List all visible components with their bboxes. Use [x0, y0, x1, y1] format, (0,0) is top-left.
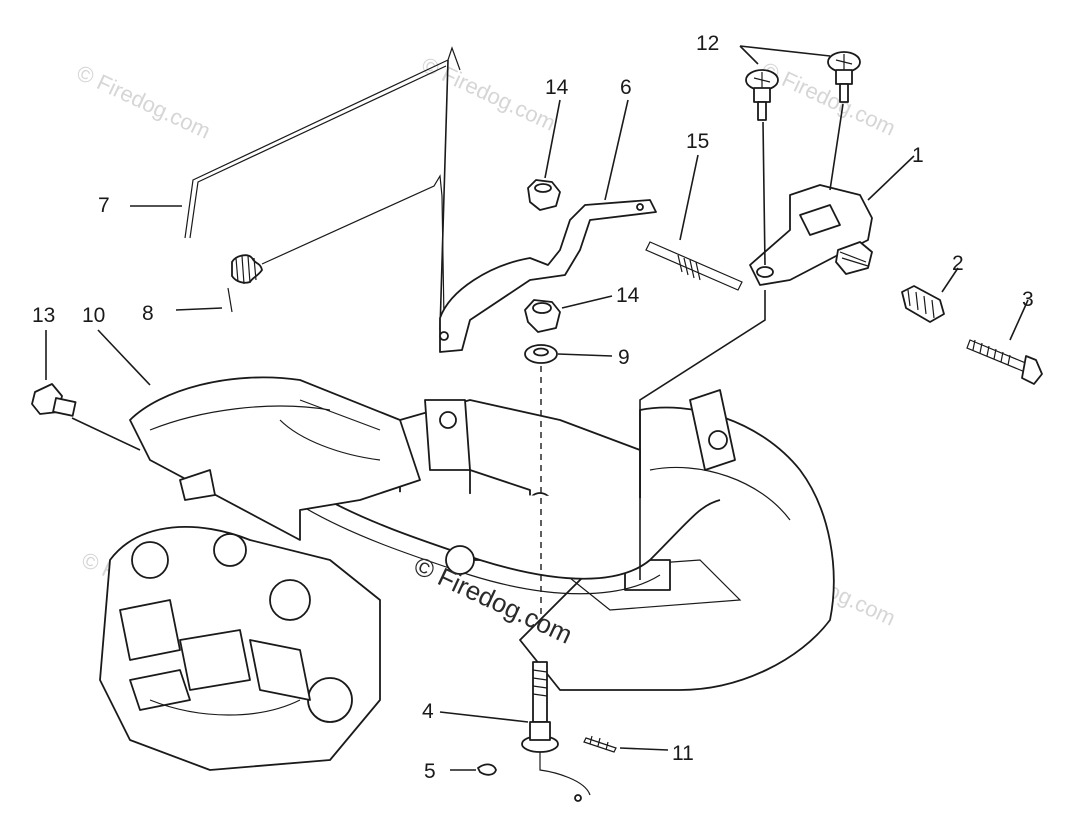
part-12-screws	[745, 51, 861, 266]
part-14-nut-upper	[527, 179, 561, 211]
callout-1: 1	[912, 144, 924, 167]
part-1-bracket	[639, 184, 873, 580]
part-7-rod	[184, 46, 461, 331]
callout-6: 6	[620, 76, 632, 99]
part-9-washer	[524, 344, 558, 364]
part-15-spring	[645, 241, 743, 291]
callout-11: 11	[672, 742, 694, 765]
part-14-nut-lower	[524, 299, 561, 333]
part-3-bolt	[966, 339, 1043, 385]
part-5-clip	[477, 763, 497, 776]
callout-9: 9	[618, 346, 630, 369]
watermark-1: © Firedog.com	[73, 60, 215, 144]
part-6-lever	[439, 199, 657, 353]
watermark-3: © Firedog.com	[758, 57, 900, 141]
callout-7: 7	[98, 194, 110, 217]
part-4-stud	[521, 661, 591, 802]
part-10-cover	[129, 376, 421, 541]
callout-13: 13	[32, 304, 55, 327]
leader-lines	[45, 45, 1029, 771]
callout-labels: 1 2 3 4 5 6 7 8 9 10 11 12 13 14 14 15	[32, 32, 1034, 783]
callout-2: 2	[952, 252, 964, 275]
callout-15: 15	[686, 130, 709, 153]
callout-3: 3	[1022, 288, 1034, 311]
callout-8: 8	[142, 302, 154, 325]
part-11-pin	[583, 735, 617, 753]
callout-14-upper: 14	[545, 76, 569, 99]
callout-5: 5	[424, 760, 436, 783]
part-8-spring	[227, 174, 445, 321]
part-13-bolt	[31, 383, 141, 451]
engine-frame	[99, 389, 835, 771]
callout-10: 10	[82, 304, 105, 327]
part-2-spring	[901, 285, 945, 323]
callout-4: 4	[422, 700, 434, 723]
callout-14-lower: 14	[616, 284, 640, 307]
callout-12: 12	[696, 32, 719, 55]
